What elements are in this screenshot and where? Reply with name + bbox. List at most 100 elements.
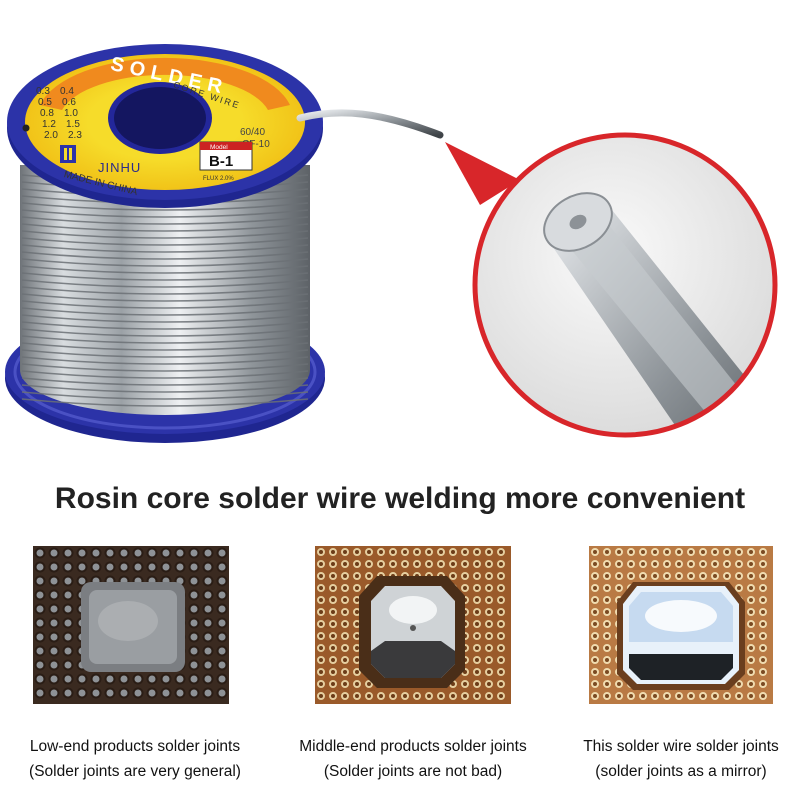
pcb-pad (603, 668, 611, 676)
pcb-pad (329, 608, 337, 616)
pcb-pad (591, 692, 599, 700)
pcb-pad (174, 687, 186, 699)
coil-winding-line (21, 307, 309, 316)
pcb-pad (202, 561, 214, 573)
pcb-pad (329, 560, 337, 568)
label-model-value: B-1 (209, 153, 233, 170)
pcb-pad (329, 668, 337, 676)
pcb-pad (160, 561, 172, 573)
middle-end-joint-photo (315, 546, 511, 704)
wire-size-option: 0.5 (38, 97, 52, 108)
pcb-pad (353, 560, 361, 568)
pcb-pad (759, 680, 767, 688)
coil-winding-line (21, 391, 309, 400)
pcb-pad (603, 548, 611, 556)
pcb-pad (473, 608, 481, 616)
pcb-pad (591, 596, 599, 604)
pcb-pad (485, 692, 493, 700)
pcb-pad (188, 547, 200, 559)
pcb-pad (202, 645, 214, 657)
pcb-pad (651, 560, 659, 568)
pcb-pad (216, 659, 228, 671)
pcb-pad (497, 620, 505, 628)
coil-winding-line (21, 279, 309, 288)
pcb-pad (202, 673, 214, 685)
pcb-pad (615, 572, 623, 580)
pcb-pad (759, 692, 767, 700)
pcb-pad (341, 572, 349, 580)
pcb-pad (747, 632, 755, 640)
pcb-pad (377, 692, 385, 700)
pcb-pad (699, 572, 707, 580)
pcb-pad (639, 560, 647, 568)
coil-winding-line (21, 223, 309, 232)
pcb-pad (317, 692, 325, 700)
pcb-pad (104, 687, 116, 699)
pcb-pad (365, 692, 373, 700)
pcb-pad (62, 645, 74, 657)
pcb-pad (329, 572, 337, 580)
pcb-pad (759, 644, 767, 652)
pcb-pad (591, 584, 599, 592)
pcb-pad (329, 644, 337, 652)
pcb-pad (317, 668, 325, 676)
pcb-pad (48, 659, 60, 671)
pcb-pad (329, 548, 337, 556)
wire-size-option: 1.5 (66, 119, 80, 130)
pcb-pad (389, 692, 397, 700)
pcb-pad (188, 659, 200, 671)
pcb-pad (216, 631, 228, 643)
pcb-pad (329, 692, 337, 700)
pcb-pad (497, 668, 505, 676)
pcb-pad (174, 561, 186, 573)
pcb-pad (747, 608, 755, 616)
pcb-pad (473, 644, 481, 652)
pcb-pad (449, 560, 457, 568)
pcb-pad (34, 659, 46, 671)
wire-size-option: 0.4 (60, 86, 74, 97)
pcb-pad (473, 692, 481, 700)
pcb-pad (341, 644, 349, 652)
pcb-pad (735, 584, 743, 592)
pcb-pad (413, 692, 421, 700)
label-model-caption: Model (210, 144, 228, 151)
pcb-pad (317, 608, 325, 616)
pcb-pad (34, 575, 46, 587)
pcb-pad (651, 692, 659, 700)
pcb-pad (146, 673, 158, 685)
pcb-pad (188, 631, 200, 643)
pcb-pad (747, 656, 755, 664)
caption-mirror-line1: This solder wire solder joints (583, 738, 779, 755)
pcb-pad (473, 656, 481, 664)
pcb-pad (341, 620, 349, 628)
pcb-pad (341, 680, 349, 688)
pcb-pad (48, 673, 60, 685)
pcb-pad (485, 572, 493, 580)
pcb-pad (485, 668, 493, 676)
pcb-pad (627, 692, 635, 700)
pcb-pad (365, 680, 373, 688)
pcb-pad (735, 548, 743, 556)
pcb-pad (341, 668, 349, 676)
pcb-pad (188, 687, 200, 699)
pcb-pad (90, 673, 102, 685)
pcb-pad (202, 631, 214, 643)
pcb-pad (104, 673, 116, 685)
label-flux-type: CF-10 (242, 139, 270, 150)
solder-coil (20, 165, 310, 415)
pcb-pad (485, 584, 493, 592)
pcb-pad (473, 584, 481, 592)
pcb-pad (48, 589, 60, 601)
pcb-pad (341, 632, 349, 640)
pcb-pad (425, 548, 433, 556)
pcb-pad (48, 617, 60, 629)
pcb-pad (389, 560, 397, 568)
pcb-pad (329, 596, 337, 604)
pcb-pad (723, 560, 731, 568)
pcb-pad (497, 596, 505, 604)
pcb-pad (216, 547, 228, 559)
pcb-pad (329, 680, 337, 688)
pcb-pad (687, 692, 695, 700)
caption-mirror-line2: (solder joints as a mirror) (595, 763, 767, 780)
pcb-pad (747, 620, 755, 628)
